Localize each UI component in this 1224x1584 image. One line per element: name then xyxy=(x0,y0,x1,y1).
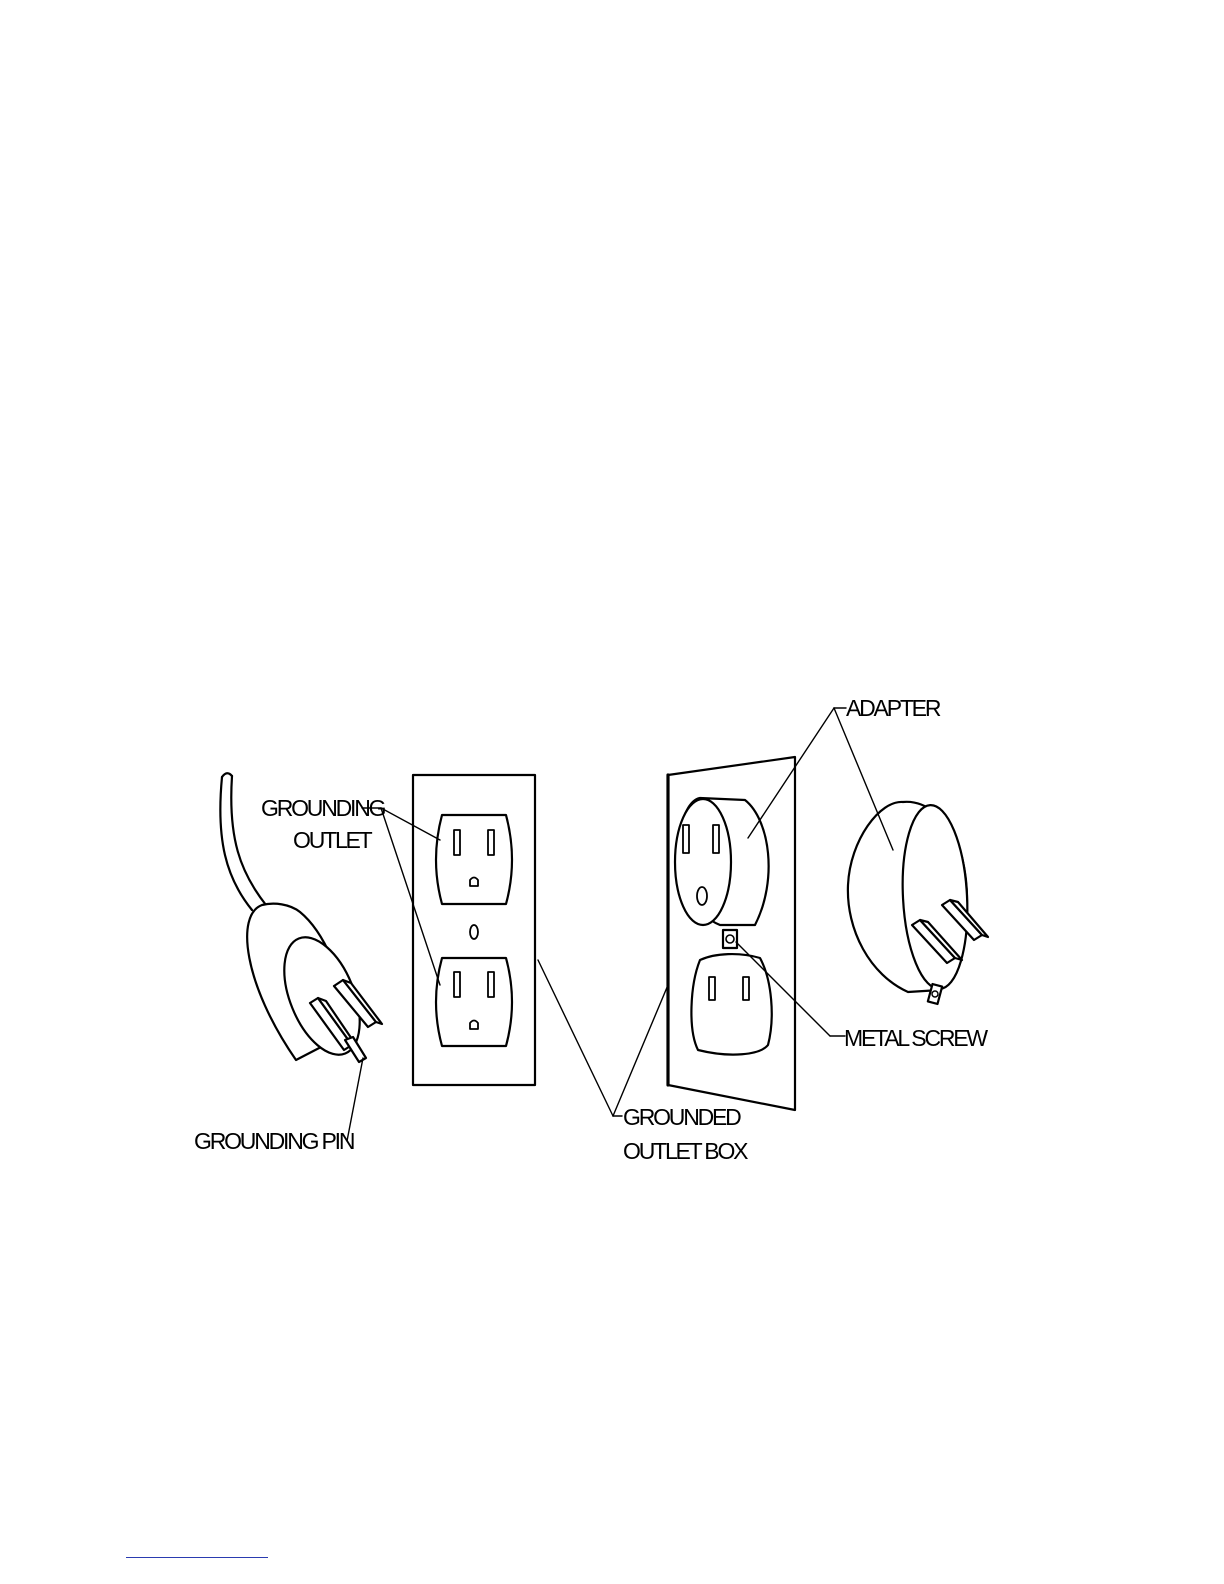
lower-receptacle xyxy=(436,958,512,1046)
adapter-outlet-plate xyxy=(668,757,795,1110)
label-grounded-outlet-box-line1: GROUNDED xyxy=(623,1104,741,1130)
label-grounding-pin: GROUNDING PIN xyxy=(194,1128,354,1154)
label-grounding-outlet-line1: GROUNDING xyxy=(261,795,386,821)
upper-receptacle xyxy=(436,815,512,904)
grounding-outlet-plate xyxy=(413,775,535,1085)
label-adapter: ADAPTER xyxy=(846,695,941,721)
label-metal-screw: METAL SCREW xyxy=(844,1025,988,1051)
two-slot-receptacle xyxy=(691,954,771,1055)
adapter-standalone xyxy=(848,802,988,1004)
label-grounded-outlet-box-line2: OUTLET BOX xyxy=(623,1138,748,1164)
metal-screw xyxy=(723,930,737,948)
label-grounding-outlet-line2: OUTLET xyxy=(293,827,373,853)
footnote-separator xyxy=(126,1557,268,1558)
